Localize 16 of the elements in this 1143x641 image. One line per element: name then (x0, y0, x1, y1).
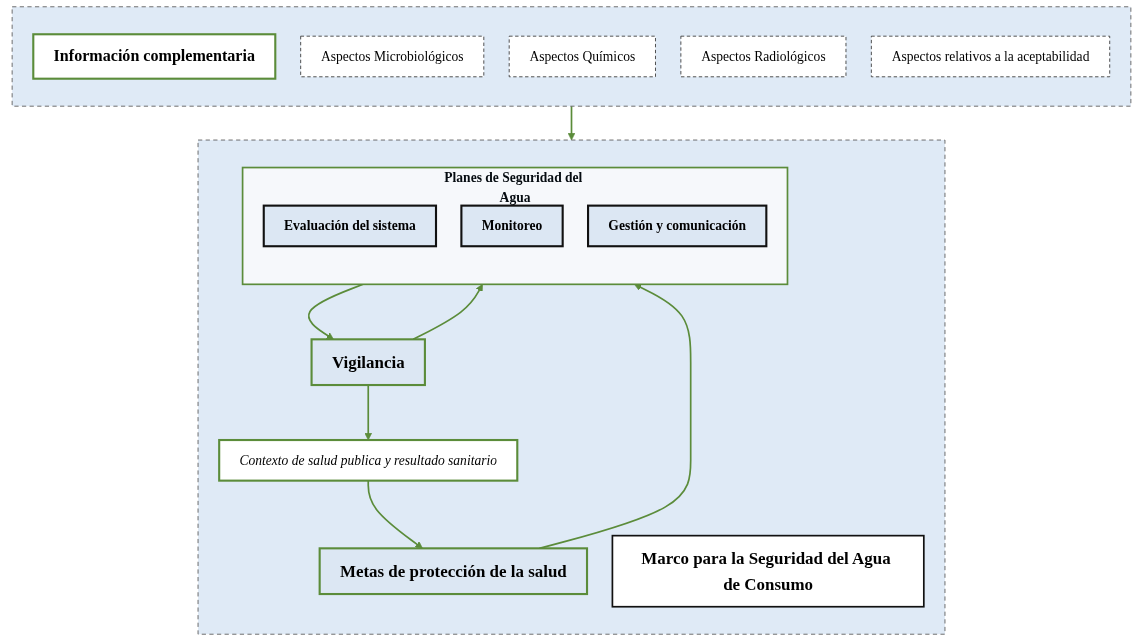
node-box: Aspectos Radiológicos (680, 35, 847, 78)
node-box: Información complementaria (32, 33, 277, 80)
node-box: Evaluación del sistema (262, 204, 438, 248)
node-box: Aspectos Químicos (508, 35, 656, 78)
node-box: Aspectos Microbiológicos (300, 35, 485, 78)
node-box: Monitoreo (460, 204, 564, 248)
node-box: Gestión y comunicación (587, 204, 768, 248)
node-box: Metas de protección de la salud (318, 547, 589, 596)
arrow (307, 283, 364, 340)
cluster (11, 6, 1132, 107)
node-box: Aspectos relativos a la aceptabilidad (870, 35, 1111, 78)
node-box: Contexto de salud publica y resultado sanitario (218, 438, 519, 482)
arrow (567, 105, 576, 141)
node-box: Vigilancia (310, 338, 426, 387)
cluster (197, 139, 946, 635)
node-box: Marco para la Seguridad del Agua de Consumo (611, 534, 925, 608)
